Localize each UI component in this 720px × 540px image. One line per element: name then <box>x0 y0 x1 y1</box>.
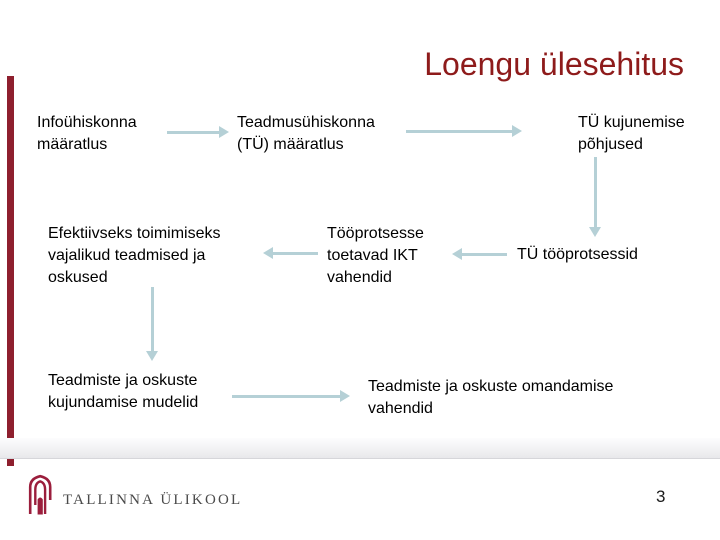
node-infouhiskonna: Infoühiskonna määratlus <box>37 114 137 153</box>
arrow-efektiivseks-down-icon <box>146 287 158 361</box>
node-efektiivseks: Efektiivseks toimimiseks vajalikud teadm… <box>48 225 221 286</box>
node-tu-tooprotsessid: TÜ tööprotsessid <box>517 246 638 263</box>
tallinna-ulikool-logo: TALLINNA ÜLIKOOL <box>27 474 242 515</box>
arrow-tu-tooprotsessid-to-tooprotsesse-icon <box>452 248 507 260</box>
node-tooprotsesse: Tööprotsesse toetavad IKT vahendid <box>327 225 424 286</box>
arrow-kujundamise-to-omandamise-icon <box>232 390 350 402</box>
node-teadmiste-kujundamise: Teadmiste ja oskuste kujundamise mudelid <box>48 372 199 411</box>
arrow-teadmusuhiskonna-to-tu-kujunemise-icon <box>406 125 522 137</box>
footer-divider-band <box>0 438 720 459</box>
tallinna-ulikool-logo-text: TALLINNA ÜLIKOOL <box>63 492 243 508</box>
arrow-tooprotsesse-to-efektiivseks-icon <box>263 247 318 259</box>
left-accent-bar <box>7 76 14 466</box>
arrow-tu-kujunemise-down-icon <box>589 157 601 237</box>
page-number: 3 <box>656 487 666 506</box>
tallinna-ulikool-logo-icon <box>28 474 52 515</box>
node-teadmiste-omandamise: Teadmiste ja oskuste omandamise vahendid <box>368 378 614 417</box>
arrow-infouhiskonna-to-teadmusuhiskonna-icon <box>167 126 229 138</box>
slide-title: Loengu ülesehitus <box>424 46 684 82</box>
node-teadmusuhiskonna: Teadmusühiskonna (TÜ) määratlus <box>237 114 375 153</box>
node-tu-kujunemise: TÜ kujunemise põhjused <box>578 114 685 153</box>
